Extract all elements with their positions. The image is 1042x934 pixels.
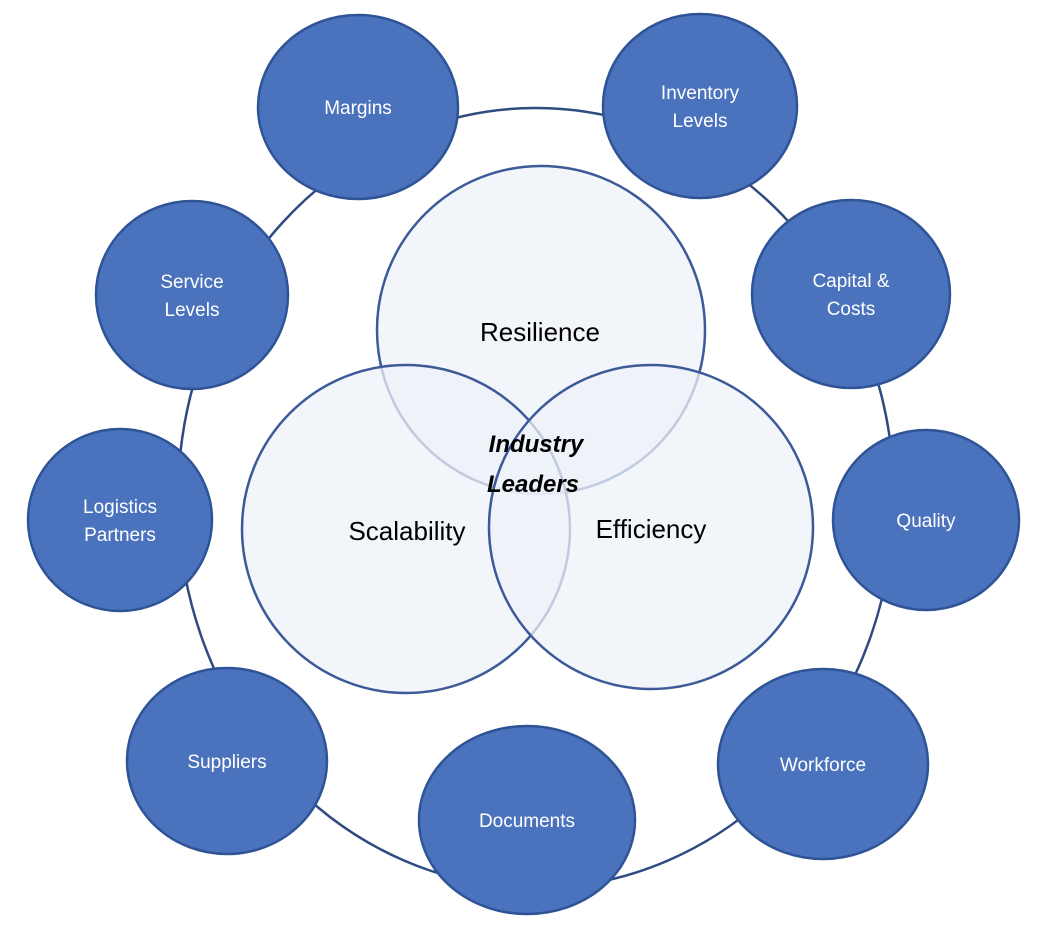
node-label-inventory-levels: Inventory — [661, 83, 740, 104]
node-circle-margins — [256, 13, 460, 201]
node-circle-capital-costs — [750, 198, 952, 390]
center-label-line-1: Industry — [489, 431, 585, 458]
node-workforce: Workforce — [716, 667, 930, 861]
node-label-quality: Quality — [896, 511, 956, 532]
node-circle-service-levels — [94, 199, 290, 391]
node-label-logistics-partners: Logistics — [83, 497, 157, 518]
node-documents: Documents — [417, 724, 637, 916]
venn-label-scalability: Scalability — [348, 516, 465, 546]
node-circle-suppliers — [125, 666, 329, 856]
node-label-logistics-partners: Partners — [84, 525, 156, 546]
node-label-margins: Margins — [324, 98, 392, 119]
node-label-service-levels: Levels — [165, 300, 220, 321]
node-margins: Margins — [256, 13, 460, 201]
node-circle-inventory-levels — [601, 12, 799, 200]
node-label-workforce: Workforce — [780, 755, 866, 776]
node-label-capital-costs: Costs — [827, 299, 876, 320]
node-circle-documents — [417, 724, 637, 916]
venn-label-resilience: Resilience — [480, 317, 600, 347]
node-capital-costs: Capital & Costs — [750, 198, 952, 390]
node-circle-workforce — [716, 667, 930, 861]
center-label: Industry Leaders — [487, 431, 585, 498]
node-label-documents: Documents — [479, 811, 575, 832]
node-label-capital-costs: Capital & — [812, 271, 889, 292]
node-label-service-levels: Service — [160, 272, 223, 293]
node-circle-quality — [831, 428, 1021, 612]
node-suppliers: Suppliers — [125, 666, 329, 856]
venn-circle-efficiency — [487, 363, 815, 691]
venn-label-efficiency: Efficiency — [596, 514, 707, 544]
node-label-inventory-levels: Levels — [673, 111, 728, 132]
center-label-line-2: Leaders — [487, 471, 579, 498]
node-circle-logistics-partners — [26, 427, 214, 613]
node-quality: Quality — [831, 428, 1021, 612]
node-label-suppliers: Suppliers — [187, 752, 266, 773]
